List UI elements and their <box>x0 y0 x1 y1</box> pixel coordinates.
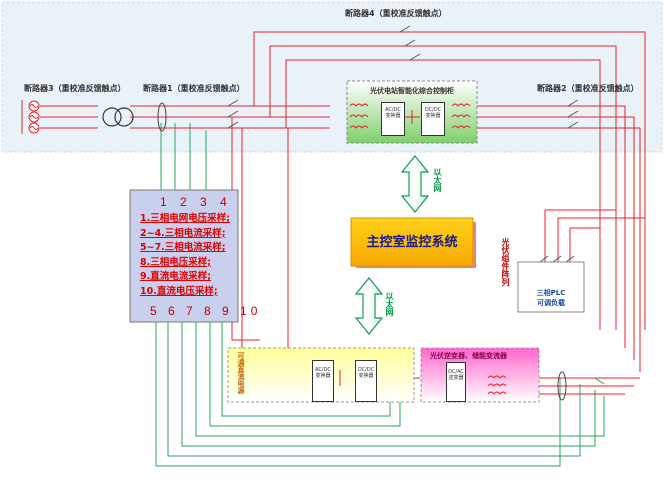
breaker-1-label: 断路器1（重校准反馈触点） <box>143 84 245 93</box>
breaker-2-label: 断路器2（重校准反馈触点） <box>537 84 639 93</box>
right-inverter-box <box>420 347 540 403</box>
measurement-panel <box>129 189 239 323</box>
inductors-bottom <box>487 375 507 395</box>
breaker-3-label: 断路器3（重校准反馈触点） <box>24 84 126 93</box>
upper-region <box>1 1 663 153</box>
ct-sensor-right <box>557 371 567 401</box>
top-box-label: 光伏电站智能化综合控制柜 <box>370 87 454 95</box>
ethernet-arrow-top <box>400 155 430 213</box>
breaker-4-label: 断路器4（重校准反馈触点） <box>345 9 447 18</box>
main-control-box <box>350 217 474 267</box>
ethernet-label-bottom: 以太网 <box>385 292 394 316</box>
bottom-acdc-converter: AC/DC 变换器 <box>312 360 334 402</box>
panel-top-numbers: 1 2 3 4 <box>160 195 232 209</box>
local-load-box <box>517 261 585 313</box>
panel-item: 5~7.三相电流采样; <box>140 242 226 253</box>
bottom-dcac-inverter: DC/AC 逆变器 <box>446 362 466 402</box>
panel-items: 1.三相电网电压采样; 2~4.三相电流采样; 5~7.三相电流采样; 8.三相… <box>140 212 230 299</box>
ethernet-label-top: 以太网 <box>433 168 442 192</box>
left-box-label: 可调直流电源 <box>237 352 245 394</box>
panel-item: 1.三相电网电压采样; <box>140 213 231 224</box>
local-box-label: 三相PLC <box>536 289 566 297</box>
panel-item: 10.直流电压采样; <box>140 285 218 297</box>
top-acdc-converter: AC/DC 变换器 <box>381 102 405 136</box>
ethernet-arrow-bottom <box>354 277 384 335</box>
grid-sources <box>21 100 40 134</box>
inductors-top <box>349 103 471 129</box>
panel-item: 9.直流电流采样; <box>140 271 212 282</box>
panel-item: 2~4.三相电流采样; <box>140 227 226 239</box>
breaker-switches <box>227 25 579 263</box>
panel-item: 8.三相电压采样; <box>140 256 212 268</box>
ct-sensor-left <box>157 102 167 132</box>
transformer-icon <box>102 107 134 127</box>
bottom-dcdc-converter: DC/DC 变换器 <box>355 360 377 402</box>
main-control-title: 主控室监控系统 <box>366 235 458 250</box>
panel-bottom-numbers: 5 6 7 8 9 10 <box>150 304 262 318</box>
local-box-label-2: 可调负载 <box>537 299 565 307</box>
top-dcdc-converter: DC/DC 变换器 <box>421 102 445 136</box>
right-box-label: 光伏逆变器、储能变流器 <box>430 352 507 360</box>
side-label: 光伏组件阵列 <box>501 238 510 286</box>
